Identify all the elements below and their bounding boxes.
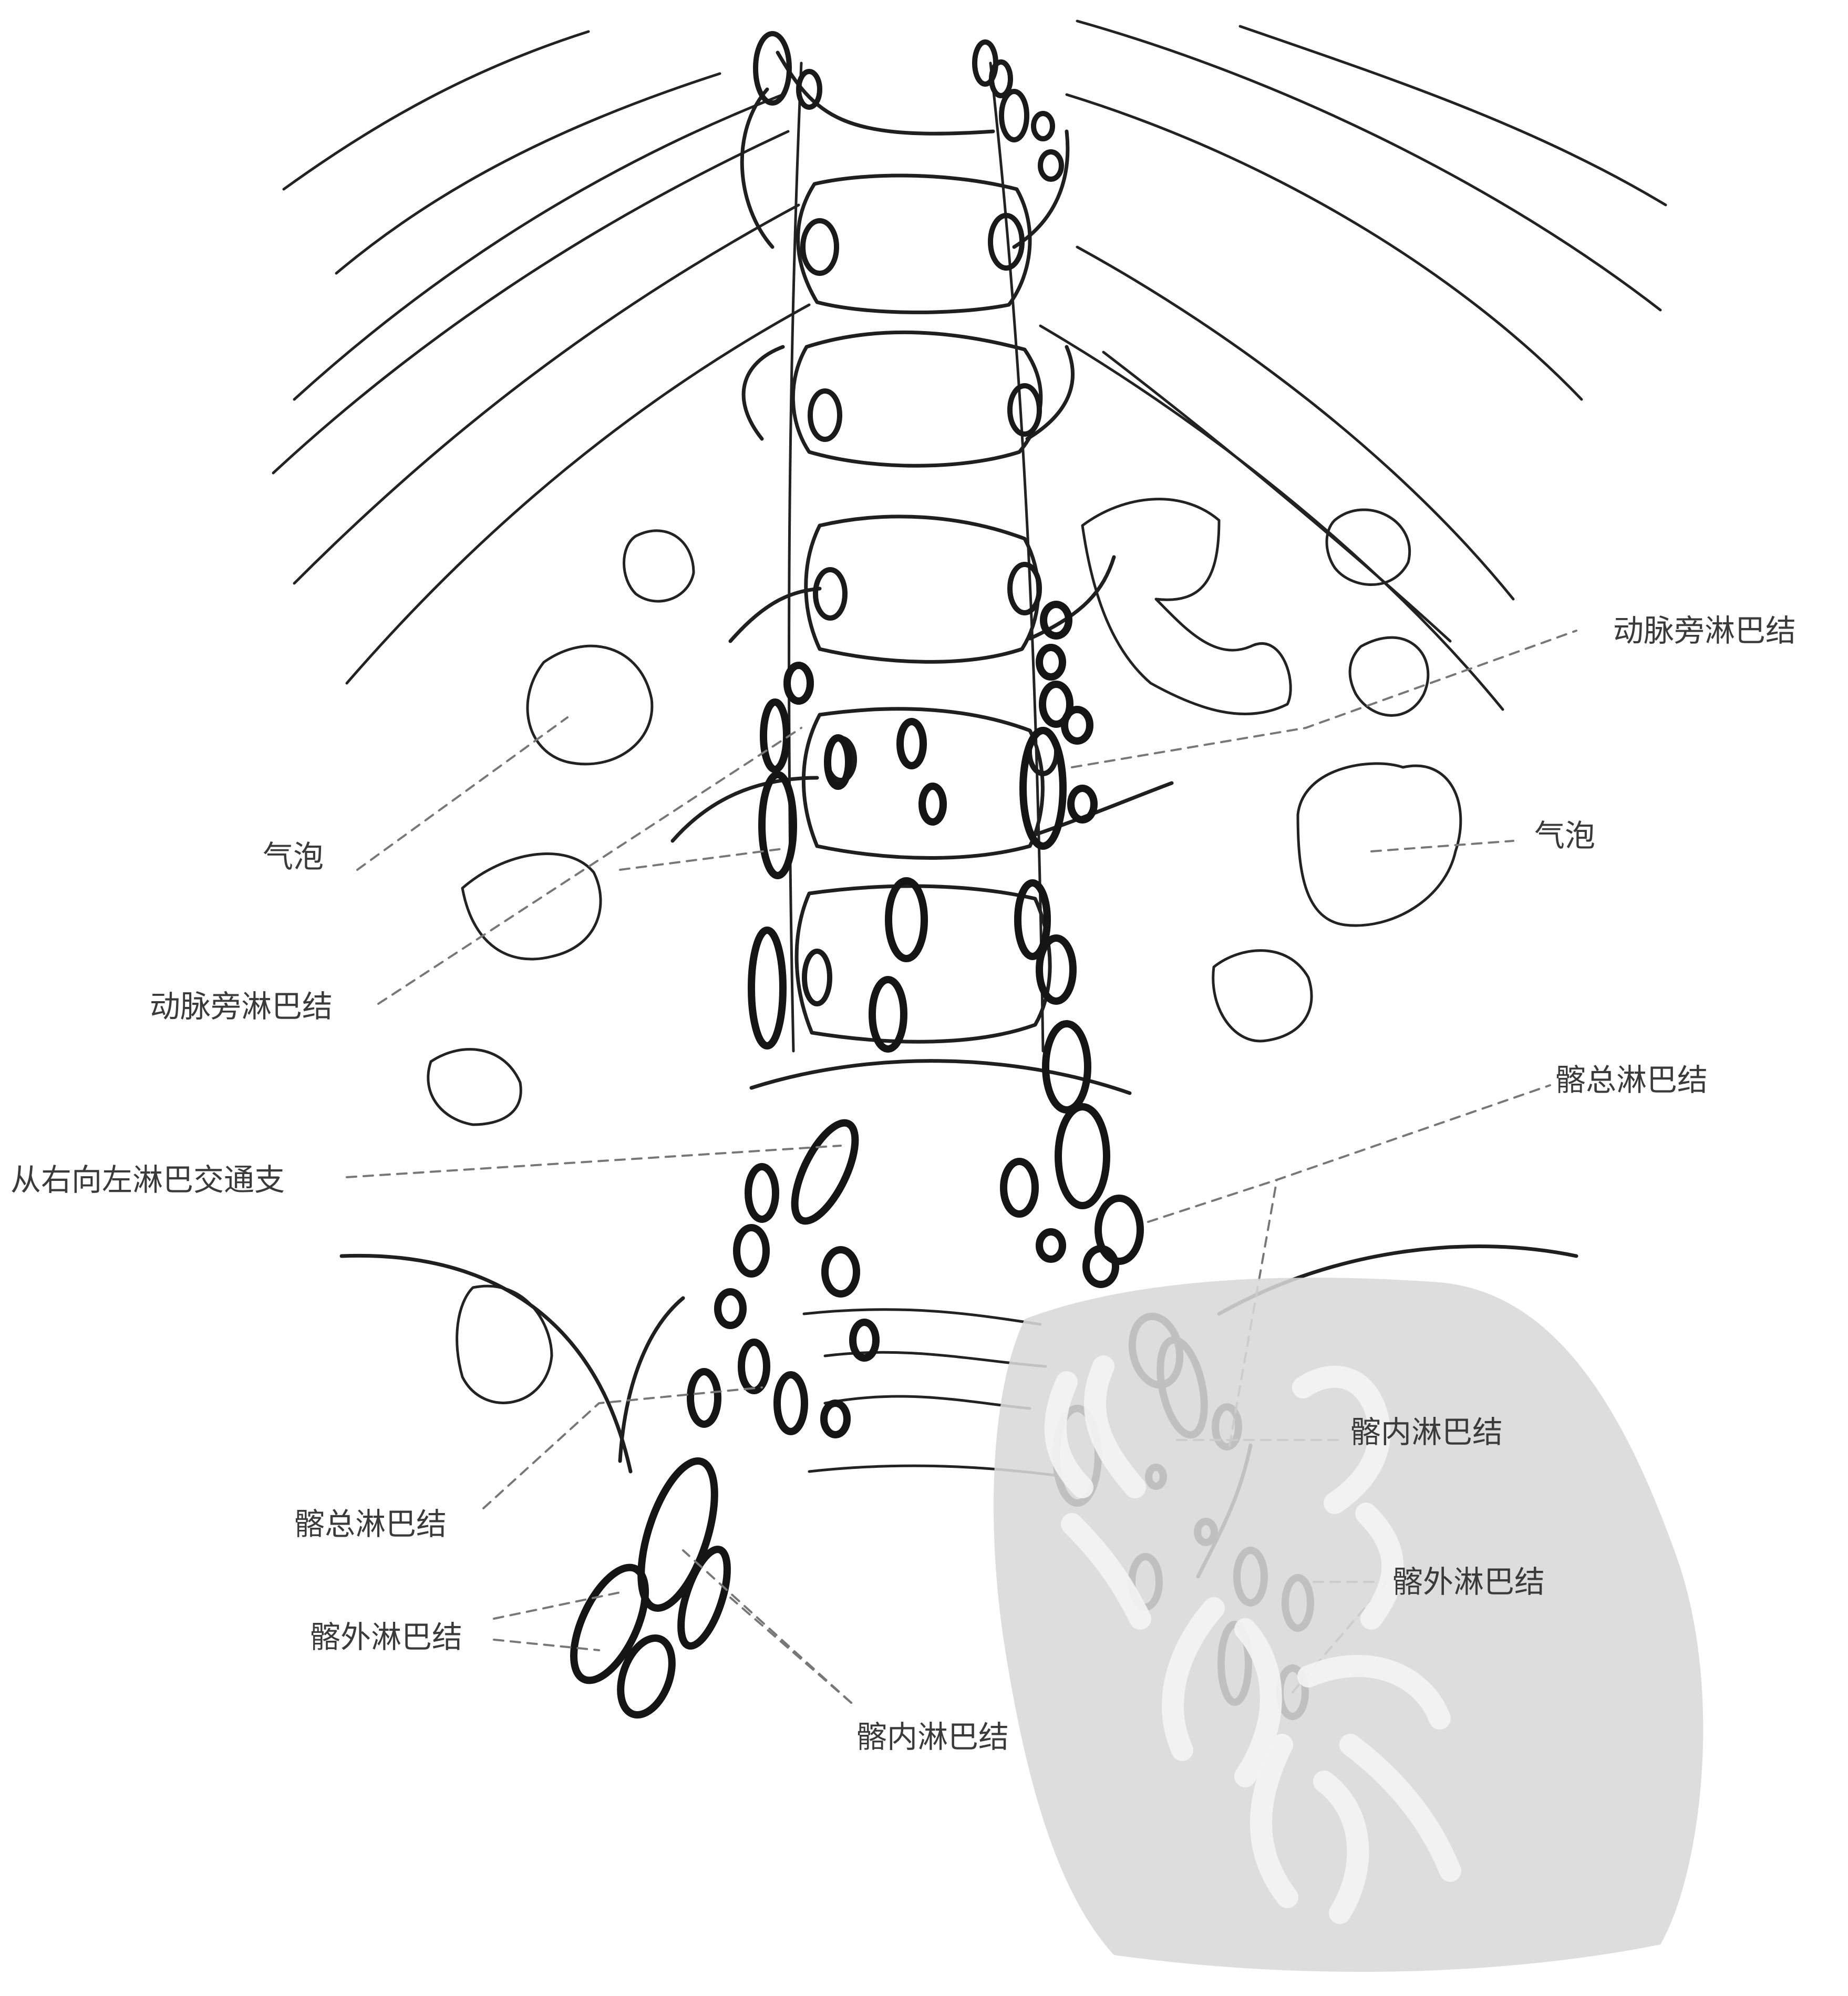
label-internal-iliac-bottom: 髂内淋巴结 [856,1719,1009,1755]
label-internal-iliac-right: 髂内淋巴结 [1350,1414,1503,1450]
label-gas-left: 气泡 [263,839,324,874]
label-external-iliac-left: 髂外淋巴结 [310,1619,462,1655]
label-cross-over: 从右向左淋巴交通支 [11,1162,285,1198]
label-external-iliac-right: 髂外淋巴结 [1392,1564,1545,1600]
label-para-aortic-top-right: 动脉旁淋巴结 [1613,613,1796,649]
label-para-aortic-left: 动脉旁淋巴结 [150,989,333,1024]
label-common-iliac-right: 髂总淋巴结 [1555,1062,1708,1098]
label-common-iliac-left: 髂总淋巴结 [294,1506,447,1542]
label-gas-right: 气泡 [1534,818,1595,853]
